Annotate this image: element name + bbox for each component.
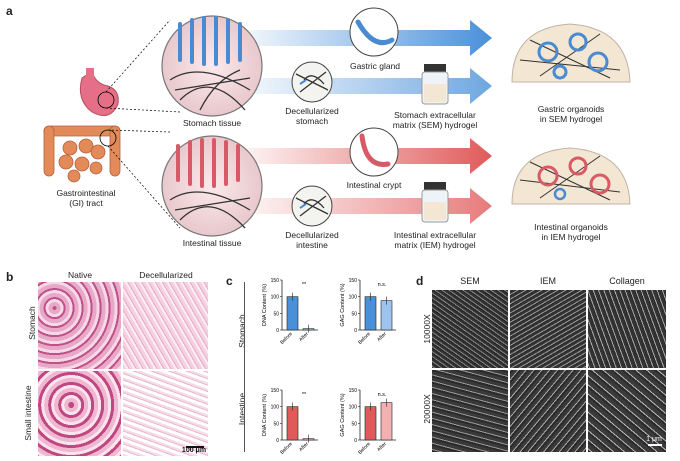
d-row-20000: 20000X <box>422 394 432 424</box>
d-col-iem: IEM <box>539 276 556 286</box>
gi-tract-label: Gastrointestinal (GI) tract <box>56 188 116 208</box>
y-axis-label: GAG Content (%) <box>340 283 346 326</box>
significance-label: ** <box>302 282 307 288</box>
gastric-gland-circle <box>349 7 399 57</box>
decell-stomach-circle <box>291 61 333 103</box>
sem-image-collagen-10000 <box>588 290 666 368</box>
c-divider <box>244 282 245 452</box>
scalebar-d <box>648 444 662 446</box>
y-tick-label: 100 <box>271 405 280 411</box>
y-axis-label: DNA Content (%) <box>262 394 268 436</box>
gastric-organoid-dome <box>511 23 631 83</box>
y-tick-label: 0 <box>354 438 357 444</box>
bar <box>380 402 393 441</box>
col-decell-label: Decellularized <box>139 270 193 280</box>
y-tick-label: 100 <box>271 295 280 301</box>
y-tick-label: 0 <box>276 438 279 444</box>
y-tick-label: 0 <box>276 328 279 334</box>
sem-image-iem-10000 <box>510 290 586 368</box>
scalebar-d-label: 1 μm <box>646 436 662 443</box>
bar <box>380 300 393 331</box>
bar <box>286 296 299 331</box>
iem-vial <box>421 182 449 223</box>
panel-b-letter: b <box>6 270 14 284</box>
d-row-10000: 10000X <box>422 314 432 344</box>
intestinal-tissue-label: Intestinal tissue <box>182 238 242 248</box>
y-tick-label: 150 <box>271 278 280 284</box>
significance-label: ** <box>302 392 307 398</box>
panel-d-letter: d <box>416 274 424 288</box>
sem-image-iem-20000 <box>510 370 586 452</box>
gi-tract-illustration <box>43 19 181 229</box>
intestinal-organoid-dome <box>511 147 631 205</box>
histology-intestine-native <box>38 371 121 456</box>
histology-stomach-decell <box>123 282 208 369</box>
bar <box>286 406 299 441</box>
x-tick-label: After <box>298 331 310 343</box>
gastric-organoids-label: Gastric organoids in SEM hydrogel <box>537 104 605 124</box>
intestinal-organoids-label: Intestinal organoids in IEM hydrogel <box>534 222 608 242</box>
d-col-collagen: Collagen <box>609 276 645 286</box>
sem-image-collagen-20000 <box>588 370 666 452</box>
y-axis-label: GAG Content (%) <box>340 393 346 436</box>
x-tick-label: After <box>376 441 388 453</box>
x-tick-label: After <box>376 331 388 343</box>
panel-a-letter: a <box>6 4 13 18</box>
histology-intestine-decell <box>123 371 208 456</box>
intestinal-crypt-label: Intestinal crypt <box>346 180 402 190</box>
bar <box>364 406 377 441</box>
significance-label: n.s. <box>378 282 387 288</box>
stomach-tissue-label: Stomach tissue <box>182 118 242 128</box>
col-native-label: Native <box>67 270 93 280</box>
sem-image-sem-10000 <box>432 290 508 368</box>
scalebar-b <box>186 446 204 448</box>
stomach-tissue-circle <box>161 15 263 117</box>
sem-image-sem-20000 <box>432 370 508 452</box>
y-tick-label: 150 <box>349 388 358 394</box>
y-tick-label: 50 <box>351 421 357 427</box>
decell-intestine-label: Decellularized intestine <box>285 230 339 250</box>
sem-hydrogel-label: Stomach extracellular matrix (SEM) hydro… <box>392 110 478 130</box>
y-tick-label: 50 <box>351 311 357 317</box>
y-tick-label: 0 <box>354 328 357 334</box>
y-tick-label: 100 <box>349 405 358 411</box>
x-tick-label: Before <box>279 331 294 346</box>
sem-vial <box>421 64 449 105</box>
x-tick-label: Before <box>357 441 372 456</box>
y-tick-label: 50 <box>273 421 279 427</box>
histology-stomach-native <box>38 282 121 369</box>
panel-c-letter: c <box>226 274 233 288</box>
x-tick-label: Before <box>357 331 372 346</box>
y-tick-label: 100 <box>349 295 358 301</box>
d-col-sem: SEM <box>460 276 480 286</box>
x-tick-label: Before <box>279 441 294 456</box>
gastric-gland-label: Gastric gland <box>349 61 401 71</box>
x-tick-label: After <box>298 441 310 453</box>
y-tick-label: 150 <box>271 388 280 394</box>
decell-intestine-circle <box>291 185 333 227</box>
y-axis-label: DNA Content (%) <box>262 284 268 326</box>
y-tick-label: 150 <box>349 278 358 284</box>
bar <box>364 296 377 331</box>
intestinal-tissue-circle <box>161 135 263 237</box>
y-tick-label: 50 <box>273 311 279 317</box>
significance-label: n.s. <box>378 392 387 398</box>
scalebar-b-label: 100 μm <box>181 447 207 454</box>
iem-hydrogel-label: Intestinal extracellular matrix (IEM) hy… <box>393 230 477 250</box>
decell-stomach-label: Decellularized stomach <box>285 106 339 126</box>
intestinal-crypt-circle <box>349 127 399 177</box>
